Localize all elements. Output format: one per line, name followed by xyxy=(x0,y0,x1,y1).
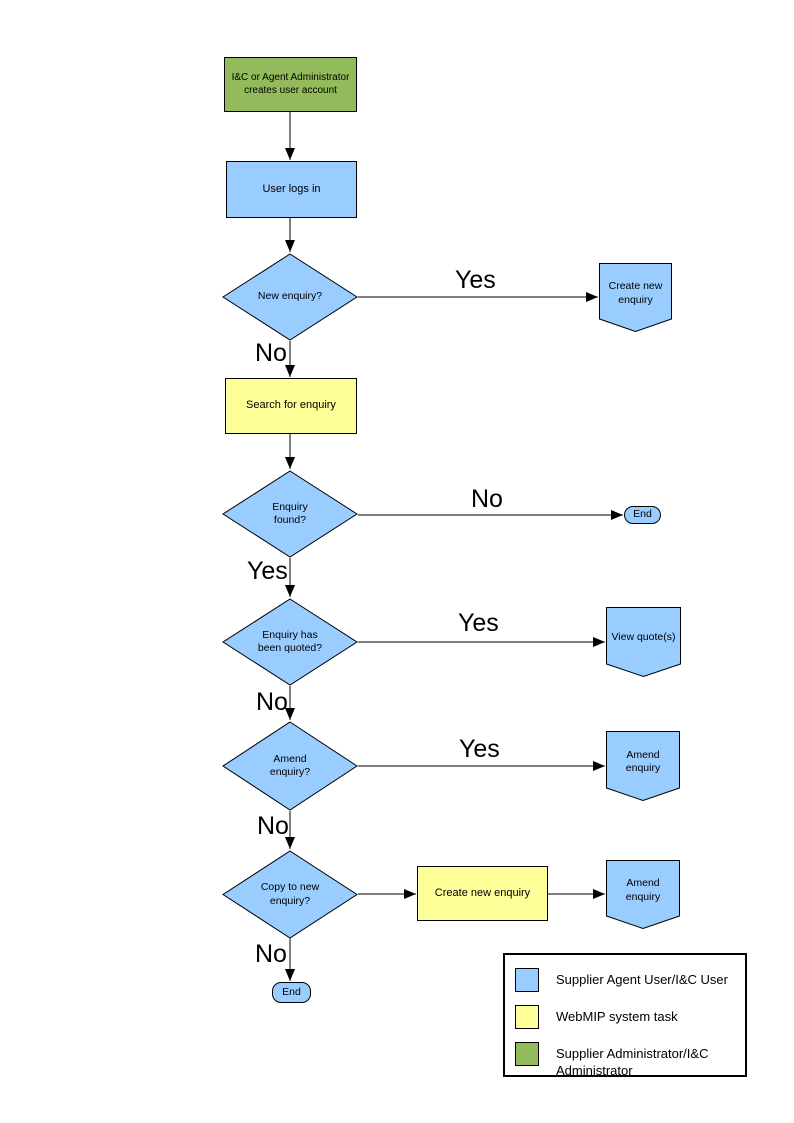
node-label: New enquiry? xyxy=(257,290,323,303)
decision-new-enquiry: New enquiry? xyxy=(222,253,358,341)
edge-label-no-enquiry-quoted: No xyxy=(256,688,288,716)
node-label: Enquiry has been quoted? xyxy=(257,628,323,654)
legend-swatch-yellow xyxy=(515,1005,539,1029)
decision-amend-enquiry: Amend enquiry? xyxy=(222,721,358,811)
node-label: I&C or Agent Administrator creates user … xyxy=(231,72,350,96)
offpage-amend-enquiry-2: Amend enquiry xyxy=(606,860,680,929)
edge-label-yes-enquiry-found: Yes xyxy=(247,557,288,585)
pentagon-shape xyxy=(606,607,681,677)
offpage-amend-enquiry-1: Amend enquiry xyxy=(606,731,680,801)
decision-enquiry-quoted: Enquiry has been quoted? xyxy=(222,598,358,686)
node-label: Amend enquiry? xyxy=(269,752,311,778)
node-label: Create new enquiry xyxy=(434,886,531,899)
legend-item-system: WebMIP system task xyxy=(515,1005,678,1029)
diamond-shape xyxy=(222,470,358,558)
diamond-shape xyxy=(222,253,358,341)
edge-label-no-copy-to-new: No xyxy=(255,940,287,968)
legend-label: Supplier Administrator/I&C Administrator xyxy=(556,1046,709,1078)
node-label: Enquiry found? xyxy=(272,500,308,526)
legend: Supplier Agent User/I&C User WebMIP syst… xyxy=(503,953,747,1080)
edge-label-yes-amend-enquiry: Yes xyxy=(459,735,500,763)
edge-label-no-new-enquiry: No xyxy=(255,339,287,367)
node-label: Search for enquiry xyxy=(246,399,336,412)
node-label: End xyxy=(633,508,652,521)
pentagon-shape xyxy=(606,731,680,801)
terminator-end-1: End xyxy=(624,506,661,524)
node-label: Create new enquiry xyxy=(608,280,663,306)
node-label: Amend enquiry xyxy=(625,748,661,774)
offpage-create-new-enquiry: Create new enquiry xyxy=(599,263,672,332)
diamond-shape xyxy=(222,721,358,811)
pentagon-shape xyxy=(606,860,680,929)
edge-label-no-enquiry-found: No xyxy=(471,485,503,513)
node-create-new-enquiry-task: Create new enquiry xyxy=(417,866,548,921)
diamond-shape xyxy=(222,598,358,686)
node-label: End xyxy=(282,985,301,998)
node-user-logs-in: User logs in xyxy=(226,161,357,218)
legend-item-user: Supplier Agent User/I&C User xyxy=(515,968,728,992)
node-search-for-enquiry: Search for enquiry xyxy=(225,378,357,434)
node-label: View quote(s) xyxy=(611,631,676,644)
legend-label: WebMIP system task xyxy=(556,1009,678,1024)
legend-label: Supplier Agent User/I&C User xyxy=(556,972,728,987)
legend-swatch-blue xyxy=(515,968,539,992)
terminator-end-2: End xyxy=(272,982,311,1003)
edge-label-no-amend-enquiry: No xyxy=(257,812,289,840)
node-admin-creates-account: I&C or Agent Administrator creates user … xyxy=(224,57,357,112)
diamond-shape xyxy=(222,850,358,939)
legend-item-admin: Supplier Administrator/I&C Administrator xyxy=(515,1042,708,1080)
node-label: User logs in xyxy=(262,182,321,195)
edge-label-yes-new-enquiry: Yes xyxy=(455,266,496,294)
edge-label-yes-enquiry-quoted: Yes xyxy=(458,609,499,637)
legend-swatch-green xyxy=(515,1042,539,1066)
pentagon-shape xyxy=(599,263,672,332)
decision-enquiry-found: Enquiry found? xyxy=(222,470,358,558)
node-label: Copy to new enquiry? xyxy=(260,881,320,907)
node-label: Amend enquiry xyxy=(625,877,661,903)
decision-copy-to-new-enquiry: Copy to new enquiry? xyxy=(222,850,358,939)
offpage-view-quotes: View quote(s) xyxy=(606,607,681,677)
